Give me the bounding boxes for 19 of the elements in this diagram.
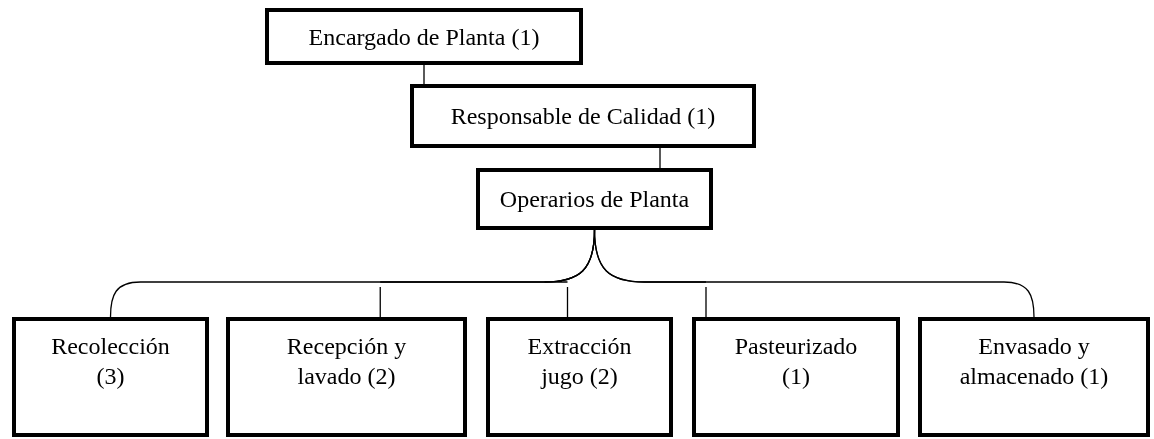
box-label: Recepción y lavado (2) (285, 332, 408, 391)
org-box (918, 317, 1150, 437)
org-box (265, 8, 583, 65)
org-box (410, 84, 756, 148)
org-box (12, 317, 209, 437)
org-box (226, 317, 467, 437)
box-label: Envasado y almacenado (1) (958, 332, 1110, 391)
org-box (486, 317, 673, 437)
connector-line (593, 229, 1035, 318)
box-label: Pasteurizado (1) (733, 332, 859, 391)
box-label: Operarios de Planta (499, 185, 690, 214)
org-box (476, 168, 713, 230)
connector-line (423, 64, 425, 85)
connector-line (659, 147, 661, 169)
box-label: Recolección (3) (50, 332, 171, 391)
box-label: Responsable de Calidad (1) (450, 102, 716, 131)
box-label: Encargado de Planta (1) (308, 22, 540, 52)
org-box (692, 317, 900, 437)
box-label: Extracción jugo (2) (526, 332, 633, 391)
